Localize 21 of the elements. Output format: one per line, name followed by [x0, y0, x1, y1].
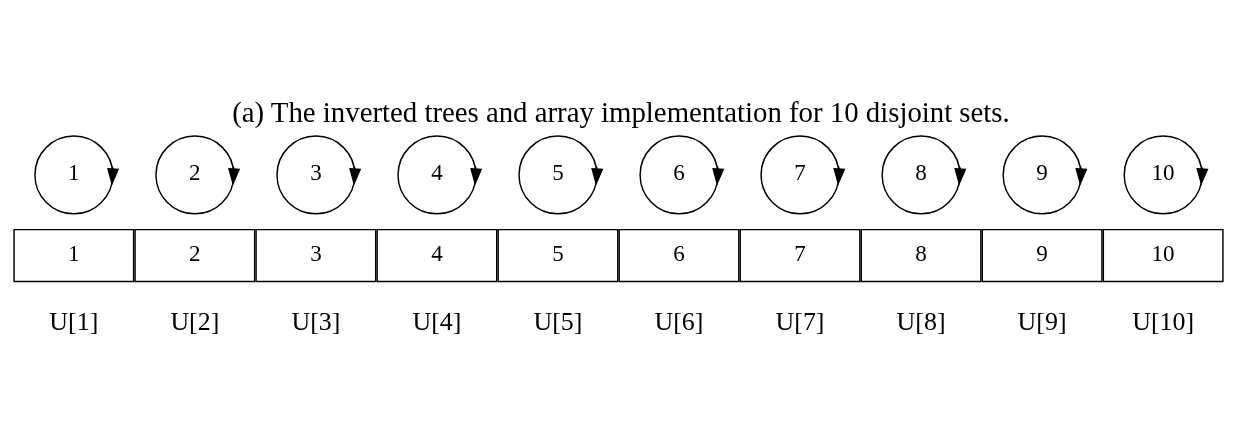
node-label: U[6]: [654, 306, 704, 336]
node-box: 5: [497, 228, 619, 283]
node-label: U[5]: [533, 306, 583, 336]
node-label: U[10]: [1132, 306, 1195, 336]
node-box: 7: [739, 228, 861, 283]
node-box: 8: [860, 228, 982, 283]
node-label: U[1]: [49, 306, 99, 336]
node-label: U[9]: [1017, 306, 1067, 336]
diagram-title: (a) The inverted trees and array implementation for 10 disjoint sets.: [232, 95, 1010, 128]
node-label: U[7]: [775, 306, 825, 336]
node-box: 9: [981, 228, 1103, 283]
node-label: U[4]: [412, 306, 462, 336]
node-box: 2: [134, 228, 256, 283]
node-label: U[2]: [170, 306, 220, 336]
node-box: 3: [255, 228, 377, 283]
node-box: 1: [13, 228, 135, 283]
node-label: U[3]: [291, 306, 341, 336]
node-box: 10: [1102, 228, 1224, 283]
node-label: U[8]: [896, 306, 946, 336]
node-box: 6: [618, 228, 740, 283]
node-box: 4: [376, 228, 498, 283]
